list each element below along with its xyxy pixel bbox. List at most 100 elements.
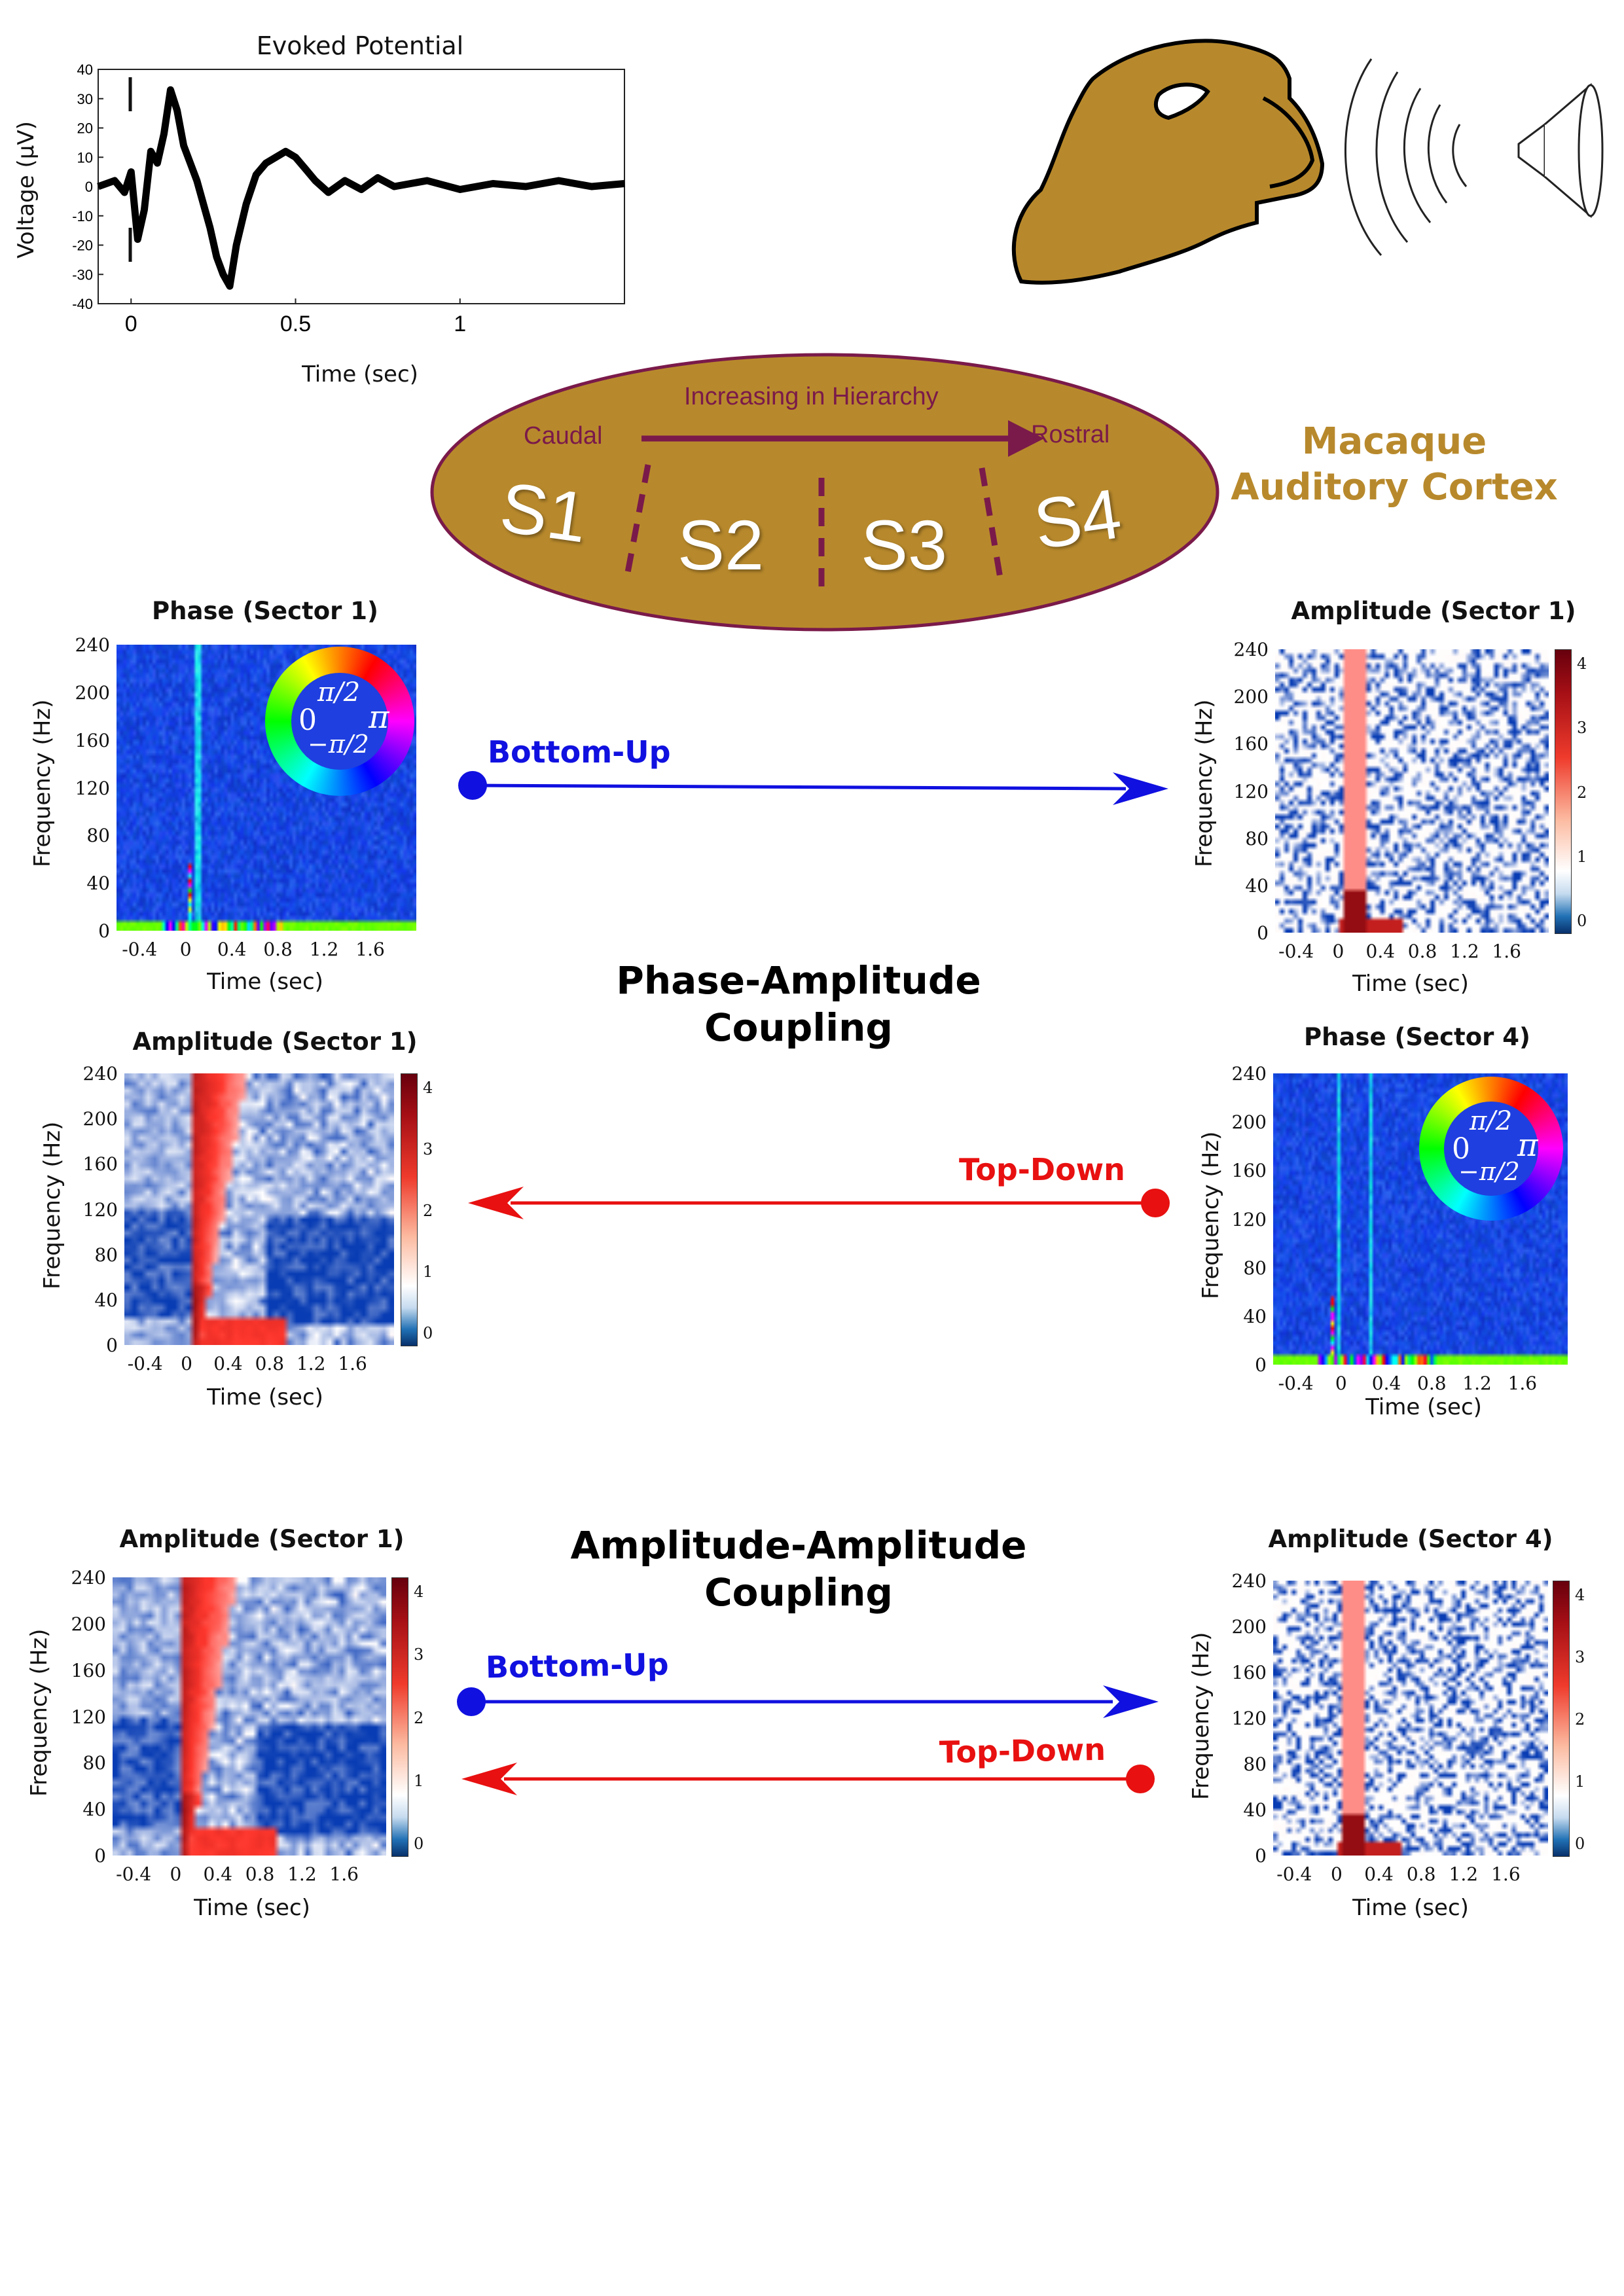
ytick-label: 160 [71,1659,106,1681]
colorbar-tick-label: 4 [1575,1586,1585,1604]
xtick-label: 1.6 [1507,1372,1538,1394]
evoked-xtick-label: 1 [454,312,466,336]
evoked-ytick-label: 30 [77,91,93,107]
auditory-cortex-diagram [430,353,1219,632]
pac-bottomup-label: Bottom-Up [488,734,671,770]
ytick-label: 40 [94,1289,118,1311]
ytick-label: 120 [1231,1708,1267,1729]
xtick-label: 0.8 [1417,1372,1447,1394]
panel6-colorbar [1553,1581,1570,1857]
speaker-mouth [1578,84,1604,217]
hierarchy-label: Increasing in Hierarchy [684,383,939,410]
ytick-label: 200 [82,1108,118,1130]
colorbar-tick-label: 3 [414,1645,424,1664]
ytick-label: 0 [106,1335,118,1356]
panel5-heatmap [113,1577,386,1856]
pac-title-line2: Coupling [704,1005,893,1050]
xtick-label: -0.4 [116,1863,152,1885]
evoked-ytick-label: -40 [72,296,93,312]
ytick-label: 80 [94,1244,118,1266]
colorbar-tick-label: 2 [1575,1710,1585,1729]
colorbar-tick-label: 0 [423,1324,433,1342]
xtick-label: 0.8 [255,1353,285,1374]
monkey-head [1011,39,1325,285]
ytick-label: 120 [1233,780,1269,802]
colorbar-tick-label: 2 [1577,783,1587,802]
xtick-label: 0.4 [1364,1863,1394,1885]
xtick-label: 0 [1332,941,1344,962]
sound-wave-3 [1403,88,1432,223]
colorbar-tick-label: 4 [423,1079,433,1097]
xtick-label: -0.4 [1276,1863,1312,1885]
sector-label-s3: S3 [861,505,948,584]
ytick-label: 0 [94,1845,106,1867]
panel4-title: Phase (Sector 4) [1304,1023,1530,1051]
evoked-xtick-label: 0.5 [280,312,311,336]
colorbar-tick-label: 4 [414,1583,424,1601]
evoked-ytick-label: -30 [72,266,93,283]
ytick-label: 240 [82,1063,118,1085]
ytick-label: 160 [1233,733,1269,755]
wheel2-top: π/2 [1470,1106,1513,1136]
colorbar-tick-label: 1 [414,1771,424,1790]
panel1-xlabel: Time (sec) [207,969,323,995]
ytick-label: 200 [1231,1616,1267,1638]
ytick-label: 80 [1243,1753,1267,1775]
phase-color-wheel-2-center [1444,1102,1538,1196]
ytick-label: 160 [75,729,110,751]
wheel1-bottom: −π/2 [308,730,369,759]
sector-divider-3 [979,467,1005,586]
ytick-label: 200 [75,681,110,704]
xtick-label: 1.6 [338,1353,367,1374]
panel5-xlabel: Time (sec) [194,1895,310,1921]
pac-title-line1: Phase-Amplitude [616,958,981,1003]
sector-divider-1 [624,464,651,577]
aac-topdown-label: Top-Down [939,1731,1106,1770]
xtick-label: -0.4 [122,939,158,960]
xtick-label: 0 [1335,1372,1347,1394]
evoked-xtick-label: 0 [125,312,137,336]
macaque-label-line2: Auditory Cortex [1231,466,1558,509]
xtick-label: 0.4 [1371,1372,1401,1394]
ytick-label: 0 [98,920,110,942]
evoked-title: Evoked Potential [256,31,464,60]
xtick-label: 0 [181,1353,192,1374]
sound-wave-5 [1452,124,1468,187]
panel6-ylabel: Frequency (Hz) [1188,1632,1214,1800]
xtick-label: 0 [170,1863,182,1885]
colorbar-tick-label: 3 [1577,719,1587,738]
wheel1-top: π/2 [317,677,361,708]
panel3-colorbar [401,1073,418,1346]
ytick-label: 40 [82,1799,106,1821]
rostral-label: Rostral [1031,421,1110,448]
evoked-ytick-label: 20 [77,120,93,137]
evoked-ytick-label: 40 [77,62,93,78]
xtick-label: 0.4 [1365,941,1396,962]
evoked-series-line [97,86,625,290]
ytick-label: 40 [1245,874,1269,897]
xtick-label: 0.4 [213,1353,243,1374]
xtick-label: 1.2 [1450,941,1479,962]
panel5-colorbar [391,1577,408,1857]
wheel2-right: π [1517,1127,1538,1164]
xtick-label: 0.8 [263,939,293,960]
xtick-label: 1.2 [287,1863,317,1885]
xtick-label: 0.8 [245,1863,275,1885]
sound-wave-1 [1344,58,1382,256]
wheel2-bottom: −π/2 [1458,1157,1520,1186]
panel1-ylabel: Frequency (Hz) [29,699,56,867]
xtick-label: 1.6 [355,939,385,960]
xtick-label: 1.6 [1491,1863,1521,1885]
colorbar-tick-label: 1 [1575,1772,1585,1791]
ytick-label: 200 [1233,686,1269,708]
ytick-label: 0 [1257,922,1269,944]
ytick-label: 240 [1231,1570,1267,1592]
ytick-label: 0 [1255,1845,1267,1867]
ytick-label: 80 [86,825,110,847]
ytick-label: 80 [1245,827,1269,850]
ytick-label: 40 [1243,1799,1267,1821]
ytick-label: 120 [71,1706,106,1728]
ytick-label: 240 [1233,639,1269,660]
